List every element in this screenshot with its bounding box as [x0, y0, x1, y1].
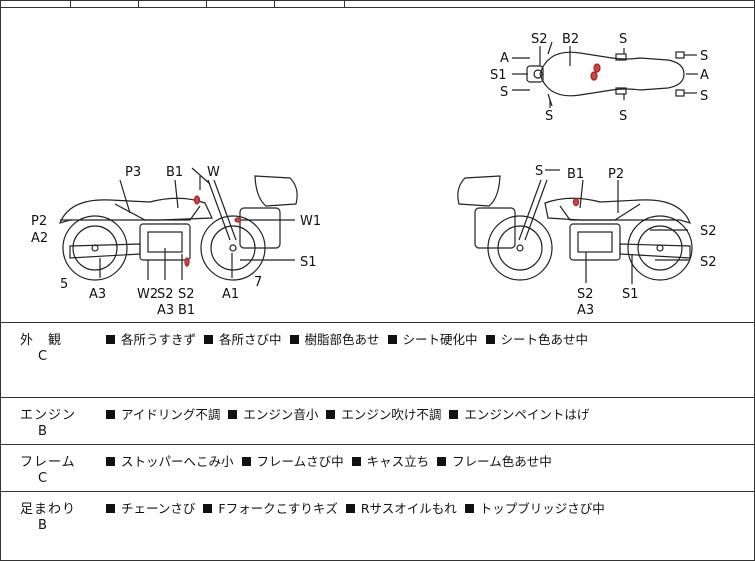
- note-item: 樹脂部色あせ: [304, 332, 380, 347]
- label-left-p2: P2: [31, 214, 47, 229]
- top-table-strip: [0, 0, 755, 8]
- note-item: Rサスオイルもれ: [360, 501, 457, 516]
- strip-cell: [344, 0, 345, 7]
- note-item: チェーンさび: [121, 501, 196, 516]
- damage-marks-right: [572, 197, 580, 207]
- bullet-icon: [203, 504, 213, 513]
- label-left-w2: W2: [137, 287, 158, 302]
- label-right-s1: S1: [622, 287, 639, 302]
- section-notes: アイドリング不調 エンジン音小 エンジン吹け不調 エンジンペイントはげ: [102, 404, 589, 423]
- section-grade: B: [38, 518, 47, 533]
- section-grade: C: [38, 471, 48, 486]
- label-right-p2: P2: [608, 167, 624, 182]
- label-top-s2: S2: [531, 32, 548, 47]
- section-exterior: 外 観 C 各所うすきず 各所さび中 樹脂部色あせ シート硬化中 シート色あせ中: [0, 322, 755, 398]
- label-top-s-top: S: [619, 32, 627, 47]
- label-right-s: S: [535, 164, 543, 179]
- label-right-s2-bot: S2: [700, 255, 717, 270]
- label-left-w: W: [207, 165, 220, 180]
- strip-cell: [206, 0, 207, 7]
- label-left-b1-b: B1: [178, 303, 195, 318]
- note-item: 各所うすきず: [121, 332, 197, 347]
- motorcycle-left-view: [58, 167, 298, 281]
- section-category: 外 観: [20, 333, 63, 348]
- bullet-icon: [204, 335, 213, 344]
- label-top-b2: B2: [562, 32, 579, 47]
- section-category: フレーム: [20, 455, 76, 470]
- note-item: シート硬化中: [402, 332, 478, 347]
- bullet-icon: [289, 335, 299, 344]
- label-top-s-bottom-mid: S: [619, 109, 627, 124]
- note-item: 各所さび中: [219, 332, 282, 347]
- label-left-a3-b: A3: [157, 303, 174, 318]
- bullet-icon: [106, 410, 115, 419]
- section-grade: C: [38, 349, 48, 364]
- section-suspension: 足まわり B チェーンさび Fフォークこすりキズ Rサスオイルもれ トップブリッ…: [0, 491, 755, 560]
- section-category: エンジン: [20, 408, 77, 423]
- bullet-icon: [106, 457, 115, 466]
- label-top-s1-left: S1: [490, 68, 507, 83]
- label-left-a3: A3: [89, 287, 106, 302]
- bullet-icon: [106, 504, 115, 513]
- bullet-icon: [351, 457, 361, 466]
- label-left-b1: B1: [166, 165, 183, 180]
- label-top-s-right-top: S: [700, 49, 708, 64]
- note-item: ストッパーへこみ小: [121, 454, 234, 469]
- bullet-icon: [241, 457, 251, 466]
- note-item: フレーム色あせ中: [452, 454, 552, 469]
- label-top-s-right-bot: S: [700, 89, 708, 104]
- bullet-icon: [387, 335, 397, 344]
- strip-cell: [274, 0, 275, 7]
- bullet-icon: [228, 410, 238, 419]
- label-left-s2-a: S2: [157, 287, 174, 302]
- bullet-icon: [326, 410, 336, 419]
- motorcycle-damage-diagram: A S1 S S2 B2 S S A S S S P3 B1 W P2 A2 W…: [31, 32, 717, 318]
- note-item: エンジン吹け不調: [341, 407, 442, 422]
- bullet-icon: [449, 410, 459, 419]
- label-right-a3: A3: [577, 303, 594, 318]
- label-left-a1: A1: [222, 287, 239, 302]
- label-left-s1: S1: [300, 255, 317, 270]
- note-item: Fフォークこすりキズ: [218, 501, 338, 516]
- note-item: エンジンペイントはげ: [464, 407, 590, 422]
- section-frame: フレーム C ストッパーへこみ小 フレームさび中 キャス立ち フレーム色あせ中: [0, 444, 755, 492]
- label-right-s2-top: S2: [700, 224, 717, 239]
- label-top-a-right: A: [700, 68, 709, 83]
- note-item: トップブリッジさび中: [479, 501, 605, 516]
- bullet-icon: [485, 335, 495, 344]
- label-left-7: 7: [254, 275, 262, 290]
- label-right-b1: B1: [567, 167, 584, 182]
- section-grade: B: [38, 424, 47, 439]
- label-left-w1: W1: [300, 214, 321, 229]
- strip-cell: [138, 0, 139, 7]
- bullet-icon: [345, 504, 355, 513]
- section-engine: エンジン B アイドリング不調 エンジン音小 エンジン吹け不調 エンジンペイント…: [0, 397, 755, 445]
- strip-cell: [70, 0, 71, 7]
- motorcycle-right-view: [457, 169, 693, 284]
- label-left-p3: P3: [125, 165, 141, 180]
- bullet-icon: [106, 335, 115, 344]
- note-item: フレームさび中: [256, 454, 344, 469]
- section-notes: チェーンさび Fフォークこすりキズ Rサスオイルもれ トップブリッジさび中: [102, 498, 605, 517]
- damage-marks-top: [590, 63, 601, 81]
- damage-marks-left: [184, 195, 242, 267]
- section-category: 足まわり: [20, 502, 77, 517]
- label-top-a-left: A: [500, 51, 509, 66]
- bullet-icon: [437, 457, 447, 466]
- label-left-a2: A2: [31, 231, 48, 246]
- note-item: キャス立ち: [366, 454, 430, 469]
- note-item: アイドリング不調: [121, 407, 221, 422]
- section-notes: ストッパーへこみ小 フレームさび中 キャス立ち フレーム色あせ中: [102, 451, 552, 470]
- label-left-s2-b: S2: [178, 287, 195, 302]
- note-item: シート色あせ中: [500, 332, 589, 347]
- label-top-s-bottom-left: S: [545, 109, 553, 124]
- section-notes: 各所うすきず 各所さび中 樹脂部色あせ シート硬化中 シート色あせ中: [102, 329, 588, 348]
- label-left-5: 5: [60, 277, 68, 292]
- note-item: エンジン音小: [243, 407, 319, 422]
- motorcycle-top-view: [512, 41, 698, 108]
- bullet-icon: [464, 504, 474, 513]
- label-top-s-left: S: [500, 85, 508, 100]
- label-right-s2-under: S2: [577, 287, 594, 302]
